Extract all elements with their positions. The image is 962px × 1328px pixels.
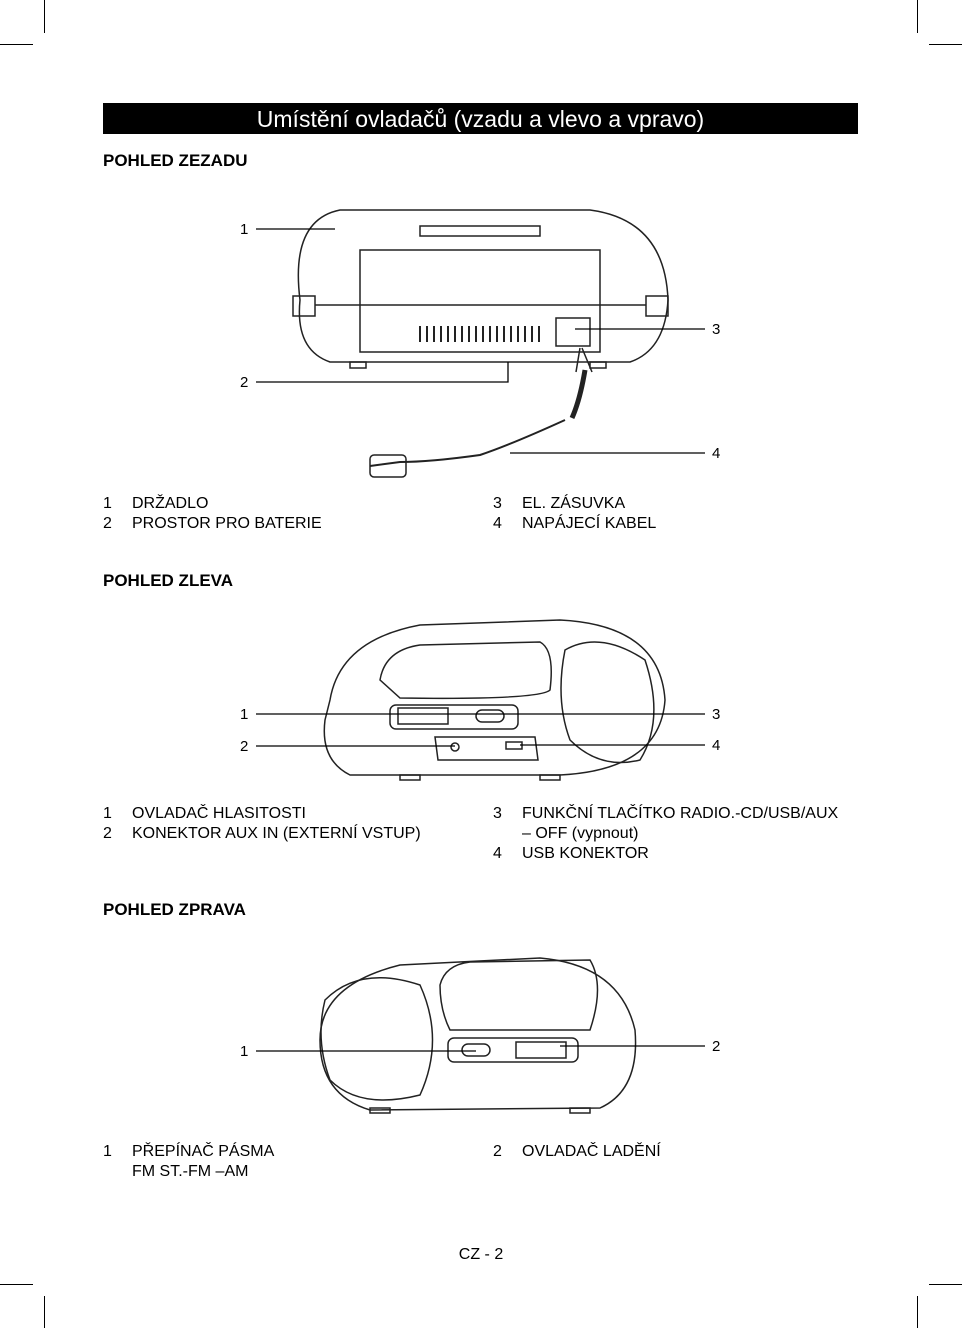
callout-label: 4 — [712, 737, 721, 754]
page-number: CZ - 2 — [458, 1246, 504, 1263]
item-number: 3 — [493, 805, 502, 822]
section-heading-left: POHLED ZLEVA — [103, 571, 234, 590]
item-text: PROSTOR PRO BATERIE — [132, 515, 322, 532]
callout-label: 1 — [240, 706, 249, 723]
item-text: KONEKTOR AUX IN (EXTERNÍ VSTUP) — [132, 825, 421, 842]
item-number: 4 — [493, 515, 502, 532]
item-text: OVLADAČ LADĚNÍ — [522, 1143, 661, 1160]
callout-label: 1 — [240, 221, 249, 238]
crop-mark — [917, 0, 918, 33]
crop-mark — [0, 1284, 33, 1285]
callout-label: 1 — [240, 1043, 249, 1060]
callout-label: 4 — [712, 445, 721, 462]
page-title: Umístění ovladačů (vzadu a vlevo a vprav… — [103, 103, 858, 134]
item-text: EL. ZÁSUVKA — [522, 495, 626, 512]
callout-label: 3 — [712, 706, 721, 723]
item-number: 2 — [103, 515, 112, 532]
callout-label: 2 — [712, 1038, 721, 1055]
callout-label: 2 — [240, 374, 249, 391]
item-number: 1 — [103, 1143, 112, 1160]
right-view-illustration — [319, 957, 637, 1114]
item-text: FUNKČNÍ TLAČÍTKO RADIO.-CD/USB/AUX — [522, 805, 839, 822]
item-text: – OFF (vypnout) — [522, 825, 639, 842]
item-text: OVLADAČ HLASITOSTI — [132, 805, 306, 822]
item-number: 2 — [103, 825, 112, 842]
item-number: 1 — [103, 495, 112, 512]
item-number: 3 — [493, 495, 502, 512]
crop-mark — [917, 1296, 918, 1328]
callout-label: 3 — [712, 321, 721, 338]
item-number: 1 — [103, 805, 112, 822]
left-view-illustration — [323, 619, 666, 781]
crop-mark — [929, 1284, 962, 1285]
item-text: USB KONEKTOR — [522, 845, 649, 862]
section-heading-right: POHLED ZPRAVA — [103, 900, 246, 919]
crop-mark — [44, 1296, 45, 1328]
callout-label: 2 — [240, 738, 249, 755]
section-heading-rear: POHLED ZEZADU — [103, 151, 248, 170]
crop-mark — [0, 44, 33, 45]
item-text: DRŽADLO — [132, 495, 209, 512]
item-number: 2 — [493, 1143, 502, 1160]
item-text: FM ST.-FM –AM — [132, 1163, 249, 1180]
rear-view-illustration — [292, 209, 669, 478]
crop-mark — [929, 44, 962, 45]
item-number: 4 — [493, 845, 502, 862]
item-text: PŘEPÍNAČ PÁSMA — [132, 1143, 275, 1160]
item-text: NAPÁJECÍ KABEL — [522, 515, 657, 532]
crop-mark — [44, 0, 45, 33]
